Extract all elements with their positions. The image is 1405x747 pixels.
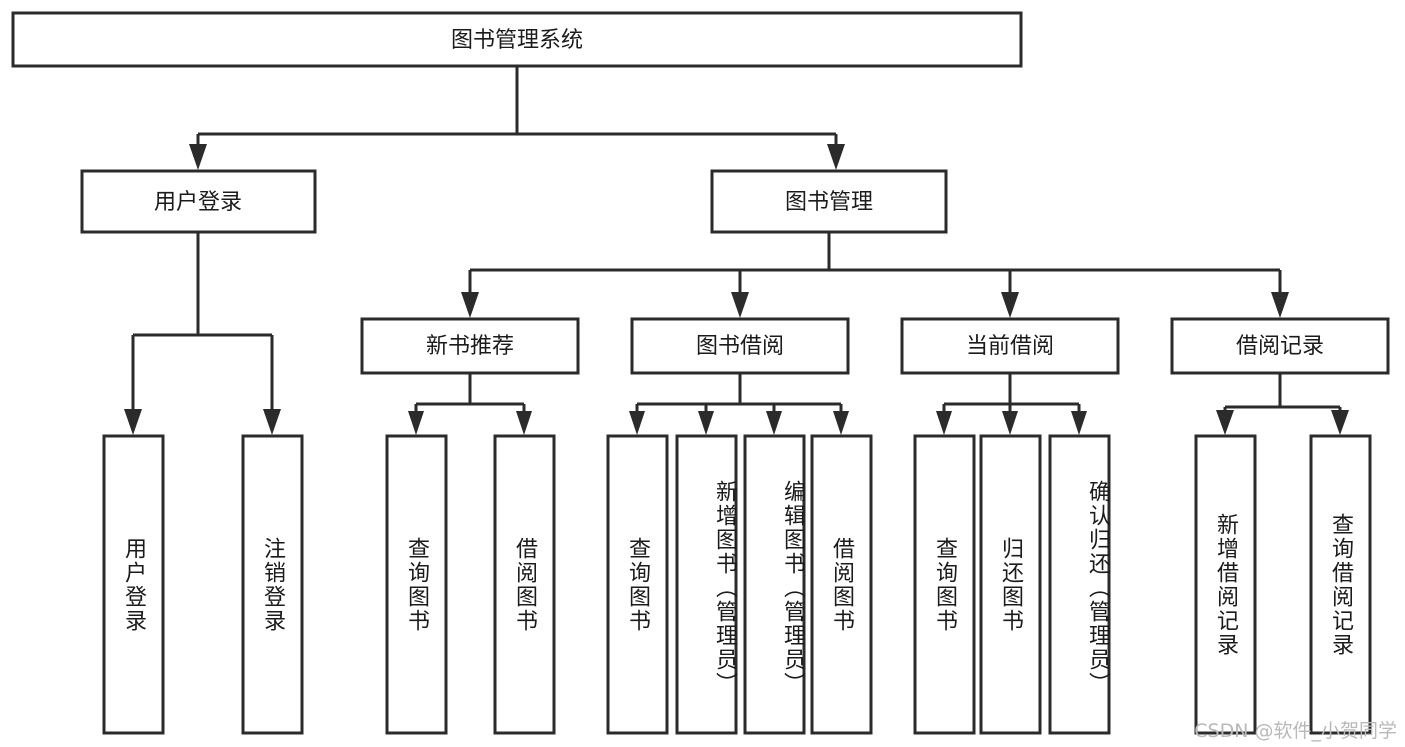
current-borrow-box[interactable]: [900, 317, 1120, 375]
user-login-label: 用户登录: [154, 190, 242, 215]
connector-new-book-recommend-to-leaves: [408, 373, 532, 435]
leaf-box-query-book-1[interactable]: [385, 434, 448, 735]
node-book-management[interactable]: 图书管理: [710, 169, 948, 234]
arrow-head-icon: [189, 144, 207, 170]
arrow-head-icon: [516, 411, 532, 435]
arrow-head-icon: [124, 409, 142, 435]
arrow-head-icon: [461, 292, 479, 318]
leaf-box-confirm-return[interactable]: [1048, 434, 1111, 735]
leaf-box-query-book-2[interactable]: [606, 434, 669, 735]
node-current-borrow[interactable]: 当前借阅: [900, 317, 1120, 375]
arrow-head-icon: [766, 411, 782, 435]
new-book-recommend-label: 新书推荐: [426, 334, 514, 359]
leaf-box-query-record[interactable]: [1309, 434, 1372, 735]
leaf-box-borrow-book-1[interactable]: [493, 434, 556, 735]
leaf-box-query-book-3[interactable]: [913, 434, 976, 735]
connector-book-borrow-to-leaves: [629, 373, 849, 435]
node-borrow-record[interactable]: 借阅记录: [1170, 317, 1390, 375]
arrow-head-icon: [1271, 292, 1289, 318]
arrow-head-icon: [1071, 411, 1087, 435]
book-management-label: 图书管理: [785, 190, 873, 215]
connector-current-borrow-to-leaves: [936, 373, 1087, 435]
connector-borrow-record-to-leaves: [1216, 373, 1349, 435]
leaf-box-edit-book[interactable]: [743, 434, 806, 735]
leaf-box-add-book[interactable]: [675, 434, 738, 735]
arrow-head-icon: [1002, 411, 1018, 435]
borrow-record-label: 借阅记录: [1236, 334, 1324, 359]
arrow-head-icon: [827, 144, 845, 170]
leaf-box-return-book[interactable]: [979, 434, 1042, 735]
arrow-head-icon: [263, 409, 281, 435]
arrow-head-icon: [936, 411, 952, 435]
leaf-box-user-login[interactable]: [102, 434, 165, 735]
node-user-login[interactable]: 用户登录: [80, 169, 317, 234]
connector-root-to-level2: [189, 66, 845, 170]
arrow-head-icon: [629, 411, 645, 435]
node-root[interactable]: 图书管理系统: [11, 11, 1023, 68]
node-new-book-recommend[interactable]: 新书推荐: [360, 317, 580, 375]
current-borrow-label: 当前借阅: [966, 334, 1054, 359]
connector-book-management-to-level3: [461, 232, 1289, 318]
arrow-head-icon: [1331, 410, 1349, 435]
book-borrow-label: 图书借阅: [696, 334, 784, 359]
connector-user-login-to-leaves: [124, 232, 281, 435]
leaf-box-borrow-book-2[interactable]: [810, 434, 873, 735]
leaf-box-add-record[interactable]: [1194, 434, 1257, 735]
user-login-box[interactable]: [80, 169, 317, 234]
arrow-head-icon: [731, 292, 749, 318]
node-book-borrow[interactable]: 图书借阅: [630, 317, 850, 375]
root-label: 图书管理系统: [451, 28, 583, 53]
arrow-head-icon: [1001, 292, 1019, 318]
arrow-head-icon: [408, 411, 424, 435]
leaf-box-user-logout[interactable]: [241, 434, 304, 735]
arrow-head-icon: [698, 411, 714, 435]
arrow-head-icon: [833, 411, 849, 435]
new-book-recommend-box[interactable]: [360, 317, 580, 375]
arrow-head-icon: [1216, 410, 1234, 435]
root-box[interactable]: [11, 11, 1023, 68]
